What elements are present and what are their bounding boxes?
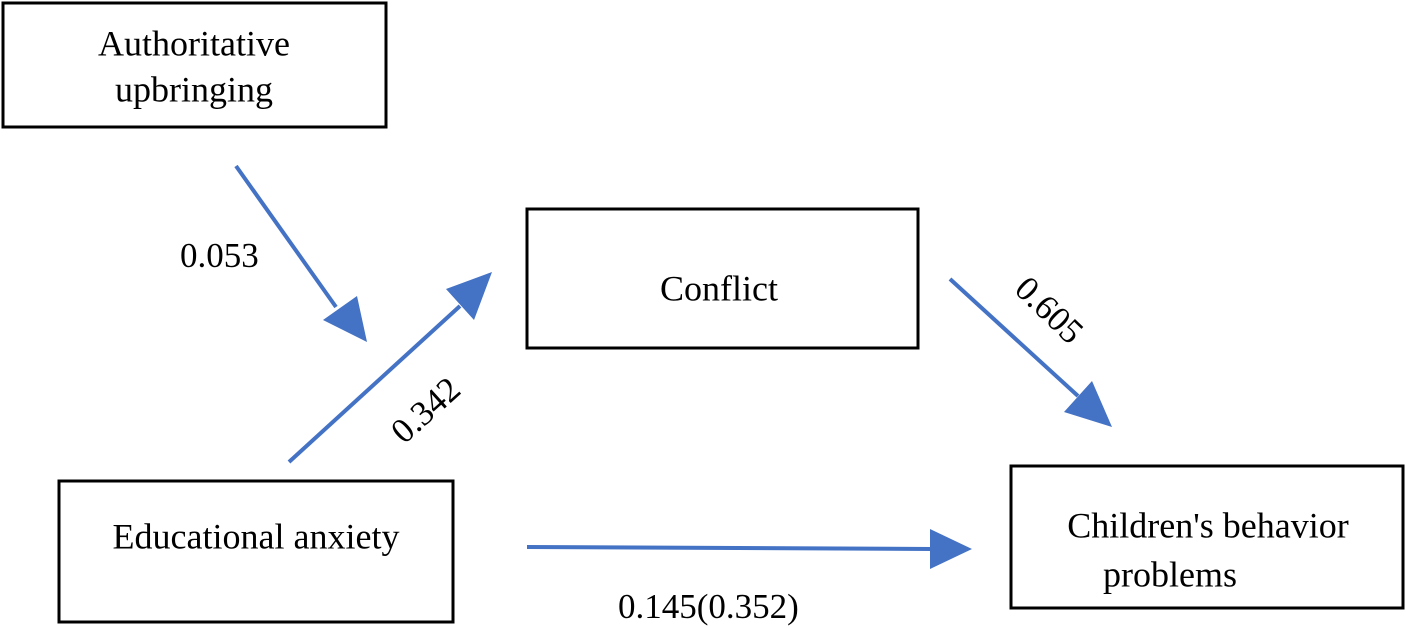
node-educational-anxiety-label: Educational anxiety (113, 516, 400, 556)
coefficient-authoritative-path: 0.053 (180, 236, 259, 275)
node-childrens-behavior-problems-label-line2: problems (1103, 554, 1237, 594)
coefficient-anxiety-to-behavior: 0.145(0.352) (618, 587, 799, 626)
arrow-anxiety-to-behavior-head (930, 529, 972, 569)
node-conflict-label: Conflict (660, 268, 778, 308)
arrow-authoritative-to-anxiety-conflict-path (234, 164, 367, 342)
arrow-conflict-to-behavior (948, 277, 1112, 427)
arrow-anxiety-to-conflict-head (446, 272, 492, 320)
node-authoritative-upbringing: Authoritative upbringing (1, 1, 388, 129)
arrow-conflict-to-behavior-line (948, 277, 1080, 398)
node-authoritative-upbringing-box (1, 1, 388, 129)
node-educational-anxiety-box (57, 479, 455, 624)
arrow-conflict-to-behavior-head (1064, 381, 1112, 427)
node-authoritative-upbringing-label-line1: Authoritative (98, 23, 290, 63)
arrow-anxiety-to-conflict (287, 272, 492, 464)
arrow-anxiety-to-behavior-line (526, 545, 933, 551)
node-conflict-box (525, 207, 920, 350)
node-childrens-behavior-problems-box (1009, 464, 1405, 610)
arrow-anxiety-to-behavior (526, 529, 972, 569)
path-arrows (234, 164, 1112, 569)
arrow-authoritative-to-anxiety-conflict-line (234, 164, 338, 309)
coefficient-anxiety-to-conflict: 0.342 (383, 369, 468, 451)
node-authoritative-upbringing-label-line2: upbringing (115, 69, 273, 109)
node-childrens-behavior-problems-label-line1: Children's behavior (1067, 505, 1348, 545)
node-conflict: Conflict (525, 207, 920, 350)
node-childrens-behavior-problems: Children's behavior problems (1009, 464, 1405, 610)
node-educational-anxiety: Educational anxiety (57, 479, 455, 624)
arrow-authoritative-to-anxiety-conflict-head (323, 296, 367, 342)
arrow-anxiety-to-conflict-line (287, 304, 462, 464)
coefficient-conflict-to-behavior: 0.605 (1007, 269, 1091, 352)
